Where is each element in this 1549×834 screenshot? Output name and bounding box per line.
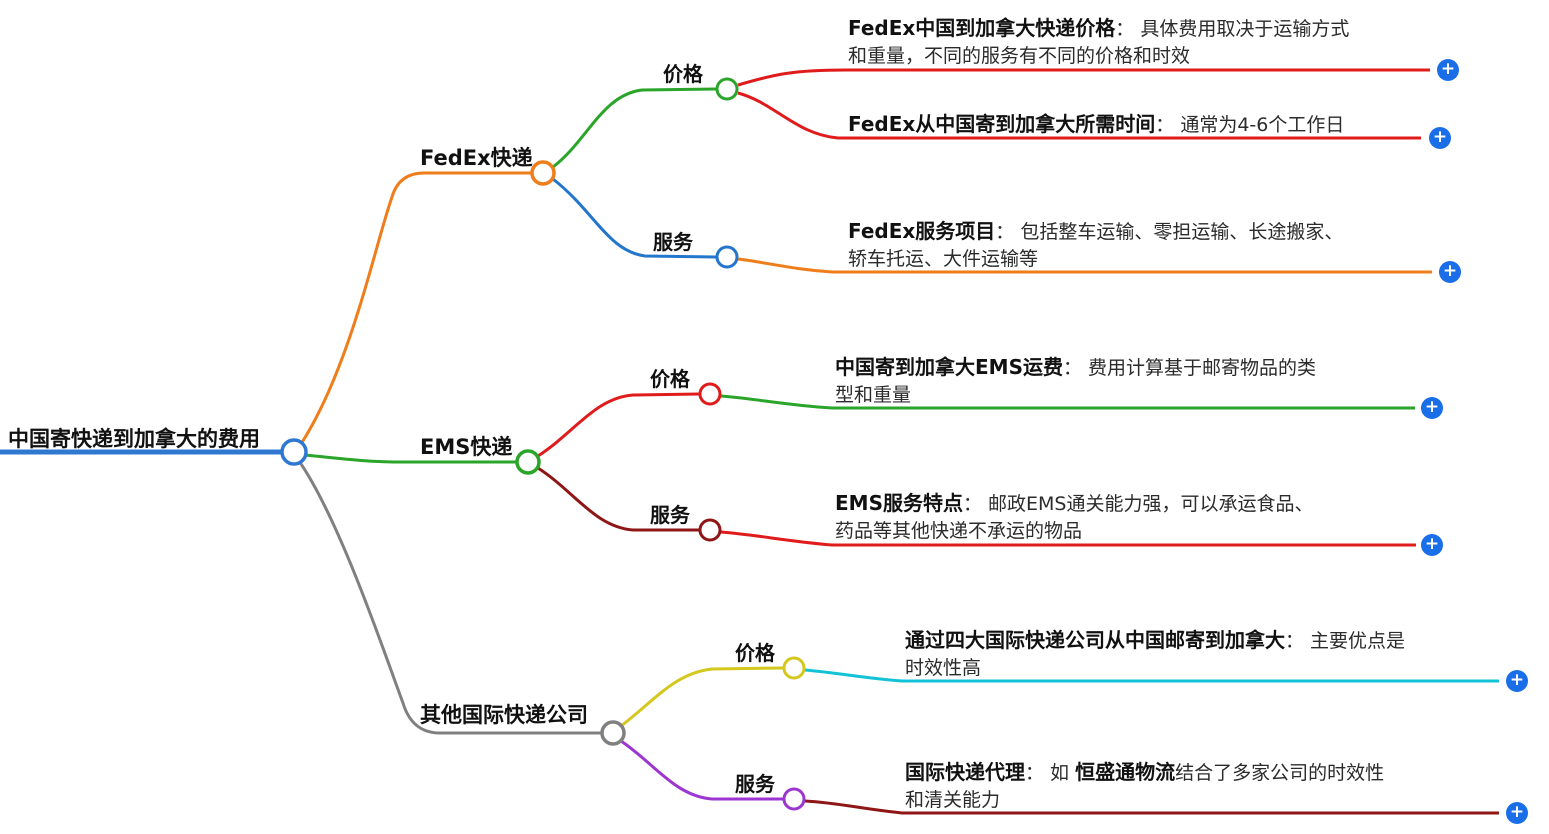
leaf-desc: ： 通常为4-6个工作日 <box>1155 114 1345 136</box>
leaf-desc: 结合了多家公司的时效性 和清关能力 <box>905 762 1385 811</box>
leaf-desc: ： 主要优点是 时效性高 <box>905 630 1406 679</box>
leaf-line-fedex-price-2 <box>737 91 1421 140</box>
node-handle-fedex[interactable] <box>530 160 556 186</box>
leaf-title: FedEx服务项目 <box>848 219 996 243</box>
subnode-ems-service[interactable]: 服务 <box>650 503 690 527</box>
leaf-line-ems-price <box>720 394 1415 410</box>
leaf-title: EMS服务特点 <box>835 491 963 515</box>
node-handle-ems-price[interactable] <box>698 382 722 406</box>
subnode-fedex-price[interactable]: 价格 <box>663 62 703 86</box>
leaf-line-other-price <box>804 668 1499 683</box>
subbranch-line-other-service <box>620 739 783 801</box>
subnode-fedex-service[interactable]: 服务 <box>653 230 693 254</box>
leaf-desc: ： 费用计算基于邮寄物品的类 型和重量 <box>835 357 1317 406</box>
expand-plus-icon[interactable]: + <box>1506 670 1528 692</box>
leaf-desc: ： 包括整车运输、零担运输、长途搬家、 轿车托运、大件运输等 <box>848 221 1344 270</box>
subnode-other-price[interactable]: 价格 <box>735 641 775 665</box>
expand-plus-icon[interactable]: + <box>1421 534 1443 556</box>
leaf-title: 通过四大国际快递公司从中国邮寄到加拿大 <box>905 628 1285 652</box>
subbranch-line-fedex-price <box>552 87 717 169</box>
branch-line-other <box>297 460 601 735</box>
node-handle-fedex-service[interactable] <box>715 245 739 269</box>
node-handle-other-price[interactable] <box>782 656 806 680</box>
subbranch-line-fedex-service <box>552 177 717 259</box>
leaf-line-ems-service <box>720 530 1416 547</box>
leaf-ems-service-features[interactable]: EMS服务特点： 邮政EMS通关能力强，可以承运食品、 药品等其他快递不承运的物… <box>835 490 1313 545</box>
leaf-line-other-service <box>804 799 1499 815</box>
node-handle-other-service[interactable] <box>782 787 806 811</box>
leaf-title-highlight: 恒盛通物流 <box>1075 760 1176 784</box>
subbranch-line-ems-service <box>537 466 699 532</box>
branch-ems[interactable]: EMS快递 <box>420 435 513 459</box>
subbranch-line-ems-price <box>537 392 700 458</box>
branch-line-ems <box>304 453 516 464</box>
leaf-desc: ： 具体费用取决于运输方式 和重量，不同的服务有不同的价格和时效 <box>848 18 1350 67</box>
expand-plus-icon[interactable]: + <box>1421 397 1443 419</box>
leaf-desc: ： 如 <box>1025 762 1076 784</box>
expand-plus-icon[interactable]: + <box>1506 802 1528 824</box>
node-handle-fedex-price[interactable] <box>715 77 739 101</box>
node-handle-ems-service[interactable] <box>698 518 722 542</box>
branch-other-companies[interactable]: 其他国际快递公司 <box>420 703 588 727</box>
branch-fedex[interactable]: FedEx快递 <box>420 146 533 170</box>
leaf-fedex-price-cost[interactable]: FedEx中国到加拿大快递价格： 具体费用取决于运输方式 和重量，不同的服务有不… <box>848 15 1349 70</box>
node-handle-root[interactable] <box>280 438 308 466</box>
leaf-line-fedex-service <box>737 257 1432 274</box>
leaf-fedex-price-time[interactable]: FedEx从中国寄到加拿大所需时间： 通常为4-6个工作日 <box>848 111 1344 139</box>
leaf-fedex-service-items[interactable]: FedEx服务项目： 包括整车运输、零担运输、长途搬家、 轿车托运、大件运输等 <box>848 218 1343 273</box>
subbranch-line-other-price <box>620 666 784 728</box>
branch-line-fedex <box>297 171 531 448</box>
subnode-other-service[interactable]: 服务 <box>735 772 775 796</box>
leaf-other-service-agent[interactable]: 国际快递代理： 如 恒盛通物流结合了多家公司的时效性 和清关能力 <box>905 759 1384 814</box>
leaf-desc: ： 邮政EMS通关能力强，可以承运食品、 药品等其他快递不承运的物品 <box>835 493 1314 542</box>
expand-plus-icon[interactable]: + <box>1429 127 1451 149</box>
subnode-ems-price[interactable]: 价格 <box>650 367 690 391</box>
leaf-title: FedEx从中国寄到加拿大所需时间 <box>848 112 1156 136</box>
node-handle-ems[interactable] <box>515 449 541 475</box>
expand-plus-icon[interactable]: + <box>1439 261 1461 283</box>
expand-plus-icon[interactable]: + <box>1437 59 1459 81</box>
leaf-other-price[interactable]: 通过四大国际快递公司从中国邮寄到加拿大： 主要优点是 时效性高 <box>905 627 1405 682</box>
leaf-line-fedex-price-1 <box>737 68 1430 87</box>
node-handle-other[interactable] <box>600 720 626 746</box>
leaf-title: FedEx中国到加拿大快递价格 <box>848 16 1116 40</box>
leaf-ems-price[interactable]: 中国寄到加拿大EMS运费： 费用计算基于邮寄物品的类 型和重量 <box>835 354 1316 409</box>
leaf-title: 中国寄到加拿大EMS运费 <box>835 355 1063 379</box>
leaf-title: 国际快递代理 <box>905 760 1025 784</box>
root-topic[interactable]: 中国寄快递到加拿大的费用 <box>8 427 260 451</box>
